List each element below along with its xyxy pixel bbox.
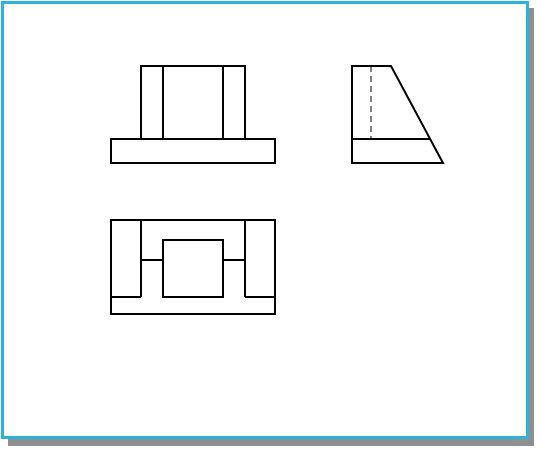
side-view (351, 65, 445, 164)
front-view-slot (162, 65, 224, 140)
side-view-outline (351, 65, 445, 164)
top-view (110, 219, 276, 315)
front-view (110, 65, 276, 164)
top-view-center-block (162, 239, 224, 298)
top-view-outline (110, 219, 276, 315)
